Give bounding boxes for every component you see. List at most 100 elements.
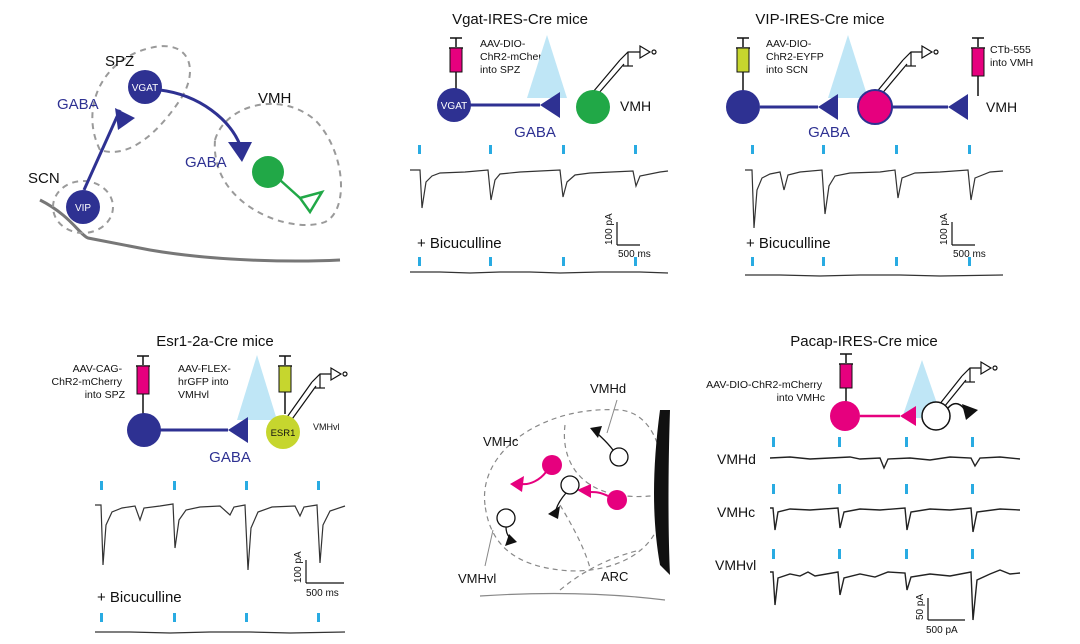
vip-injection-line-2: ChR2-EYFP <box>766 51 824 63</box>
vip-tracer-line-2: into VMH <box>990 57 1033 69</box>
ipsc-trace-bicuculline <box>410 271 669 274</box>
vmh-target-neuron <box>576 90 610 124</box>
gaba-terminal <box>540 92 560 118</box>
vmhd-leader-line <box>606 399 618 434</box>
ipsc-trace-control <box>745 169 1004 229</box>
vmhc-neuron-terminal <box>548 506 560 519</box>
vgat-injection-line-3: into SPZ <box>480 64 521 76</box>
pacap-neuron <box>830 401 860 431</box>
syringe-icon <box>736 37 750 92</box>
scale-y-label: 50 pA <box>915 594 926 620</box>
spz-label: SPZ <box>105 53 134 70</box>
vmhd-neuron-dendrite <box>597 433 614 451</box>
ventral-surface <box>479 592 666 601</box>
bicuculline-label: + Bicuculline <box>417 235 502 252</box>
syringe-icon <box>839 353 853 404</box>
brain-outline <box>39 198 341 263</box>
trace-vmhd <box>769 456 1021 470</box>
light-cone <box>527 35 567 98</box>
esr1-injection-b-line-1: AAV-FLEX- <box>178 363 231 375</box>
esr1-injection-a-line-1: AAV-CAG- <box>73 363 123 375</box>
light-pulses-bicuculline <box>751 257 971 266</box>
vmhd-boundary <box>563 424 661 498</box>
light-pulses-control <box>418 145 637 154</box>
gaba-label: GABA <box>808 124 850 141</box>
vmhc-neuron <box>560 475 580 495</box>
scale-bar <box>951 222 975 246</box>
vmhd-label: VMHd <box>590 381 626 396</box>
vmh-target-label: VMH <box>986 99 1017 115</box>
scn-region-outline <box>52 180 114 234</box>
vgat-neuron <box>437 88 471 122</box>
scn-label: SCN <box>28 170 60 187</box>
syringe-icon <box>136 355 150 414</box>
recorded-neuron-terminal <box>962 404 978 420</box>
vmh-target-neuron <box>857 89 893 125</box>
vgat-label: VGAT <box>132 83 158 94</box>
gaba-terminal <box>228 417 248 443</box>
pacap-neuron-upper-terminal <box>510 476 524 492</box>
vgat-neuron-label: VGAT <box>441 101 467 112</box>
scale-bar <box>616 222 640 246</box>
vgat-panel-title: Vgat-IRES-Cre mice <box>452 11 588 28</box>
gaba-label: GABA <box>209 449 251 466</box>
scale-y-label: 100 pA <box>293 551 304 583</box>
vmh-label: VMH <box>258 90 291 107</box>
vip-label: VIP <box>75 203 91 214</box>
ipsc-trace-bicuculline <box>745 274 1004 277</box>
bicuculline-label: + Bicuculline <box>746 235 831 252</box>
trace-vmhc <box>770 507 1021 533</box>
pacap-neuron-upper <box>542 455 562 475</box>
gaba-label-mid: GABA <box>185 154 227 171</box>
pacap-neuron-lower-axon <box>589 491 609 497</box>
row-label-vmhc: VMHc <box>717 504 755 520</box>
vmh-target-label: VMH <box>620 98 651 114</box>
scale-x-label: 500 ms <box>306 588 339 599</box>
vip-tracer-line-1: CTb-555 <box>990 44 1031 56</box>
pacap-panel: Pacap-IRES-Cre mice AAV-DIO-ChR2-mCherry… <box>706 333 1021 636</box>
gaba-terminal-mid <box>228 142 252 162</box>
pacap-injection-line-2: into VMHc <box>777 392 825 404</box>
light-pulses-vmhvl <box>772 549 974 559</box>
esr1-neuron <box>266 415 300 449</box>
vgat-injection-line-1: AAV-DIO- <box>480 38 526 50</box>
recording-electrode-icon <box>592 44 657 95</box>
ipsc-trace-control <box>410 169 669 209</box>
vmhd-neuron <box>609 447 629 467</box>
vip-injection-line-3: into SCN <box>766 64 808 76</box>
vip-injection-line-1: AAV-DIO- <box>766 38 812 50</box>
light-pulses-vmhd <box>772 437 974 447</box>
esr1-neuron-label: ESR1 <box>271 428 296 439</box>
trace-vmhvl <box>770 569 1021 621</box>
scn-to-spz-axon <box>82 109 122 191</box>
scale-bar <box>305 560 344 584</box>
esr1-injection-a-line-2: ChR2-mCherry <box>51 376 122 388</box>
light-pulses-control <box>100 481 320 490</box>
recording-electrode-icon <box>874 44 939 97</box>
pacap-neuron-lower-terminal <box>577 484 591 498</box>
pacap-neuron-lower <box>607 490 627 510</box>
vmhvl-leader-line <box>484 529 494 567</box>
spz-neuron <box>127 413 161 447</box>
row-label-vmhvl: VMHvl <box>715 557 756 573</box>
esr1-injection-a-line-3: into SPZ <box>85 389 126 401</box>
bicuculline-label: + Bicuculline <box>97 589 182 606</box>
recording-electrode-icon <box>284 366 348 423</box>
arc-label: ARC <box>601 569 628 584</box>
spz-to-vmh-axon <box>159 88 242 146</box>
esr1-target-label: VMHvl <box>313 422 340 432</box>
vip-injection-text: AAV-DIO- ChR2-EYFP into SCN <box>766 38 827 76</box>
vgat-injection-line-2: ChR2-mCherry <box>480 51 551 63</box>
esr1-injection-b-text: AAV-FLEX- hrGFP into VMHvl <box>178 363 234 401</box>
vmh-subregion-panel: VMHd VMHc VMHvl ARC <box>458 381 670 601</box>
syringe-icon <box>971 37 985 96</box>
syringe-icon <box>449 37 463 94</box>
row-label-vmhd: VMHd <box>717 451 756 467</box>
gaba-label-left: GABA <box>57 96 99 113</box>
arc-boundary <box>559 549 641 591</box>
pacap-neuron-upper-axon <box>521 471 547 486</box>
pacap-panel-title: Pacap-IRES-Cre mice <box>790 333 938 350</box>
scale-x-label: 500 pA <box>926 625 958 636</box>
esr1-panel-title: Esr1-2a-Cre mice <box>156 333 274 350</box>
